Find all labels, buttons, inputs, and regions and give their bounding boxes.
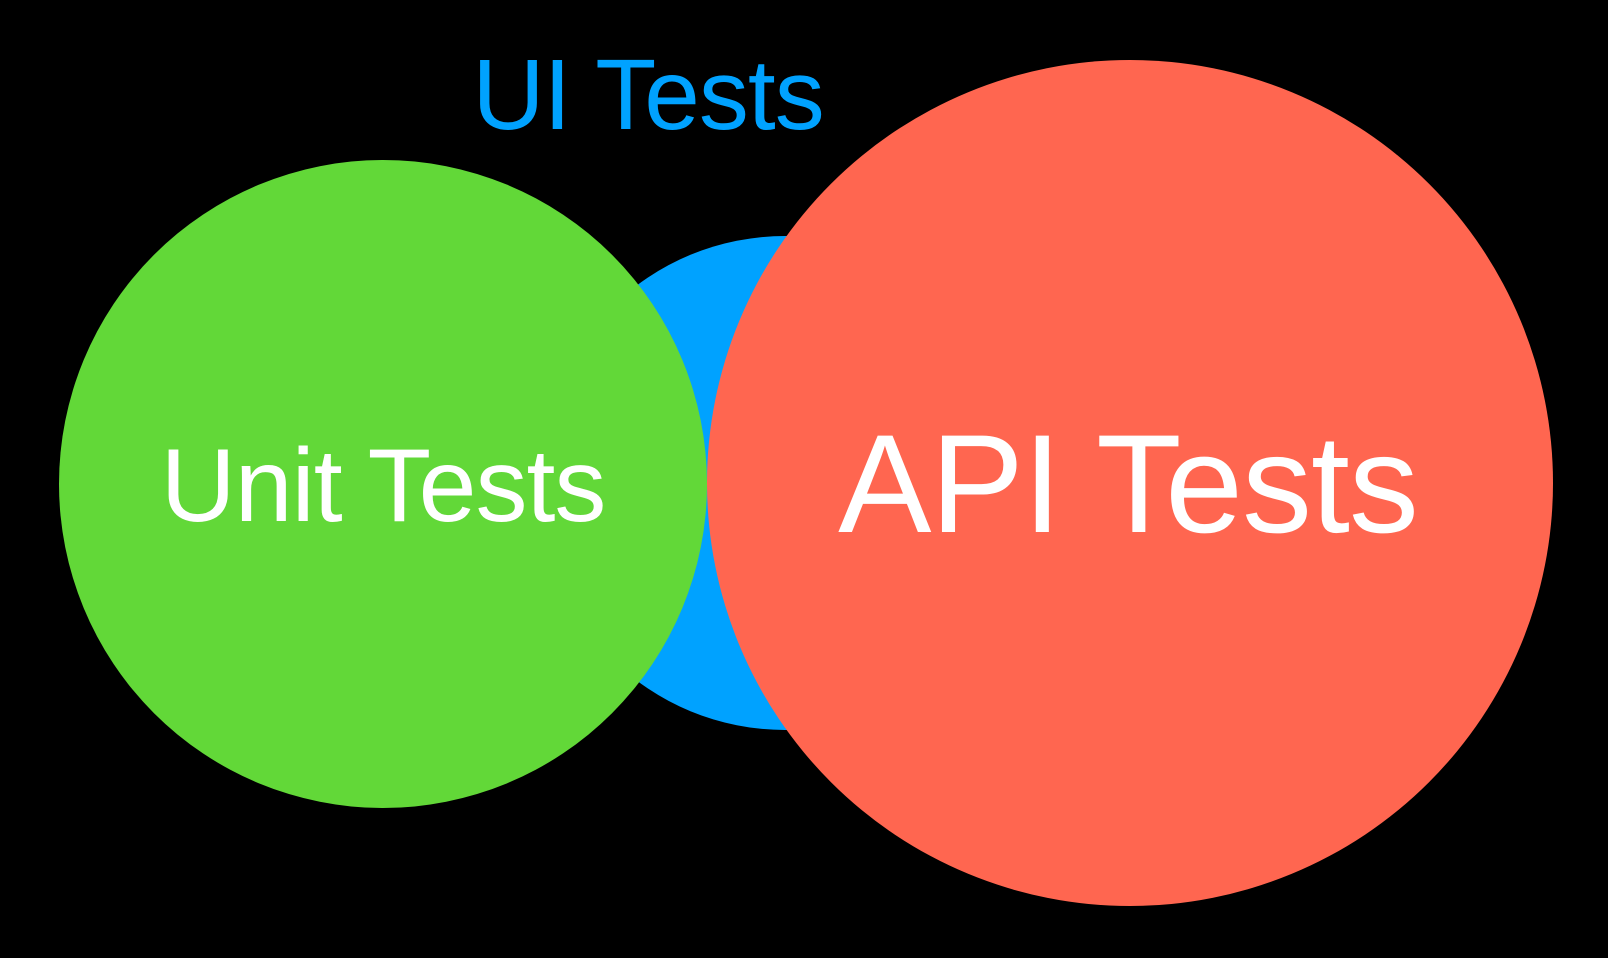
api-tests-circle xyxy=(707,60,1553,906)
unit-tests-label: Unit Tests xyxy=(160,428,607,544)
api-tests-label: API Tests xyxy=(838,405,1419,562)
unit-tests-circle xyxy=(59,160,707,808)
ui-tests-label: UI Tests xyxy=(472,39,824,151)
